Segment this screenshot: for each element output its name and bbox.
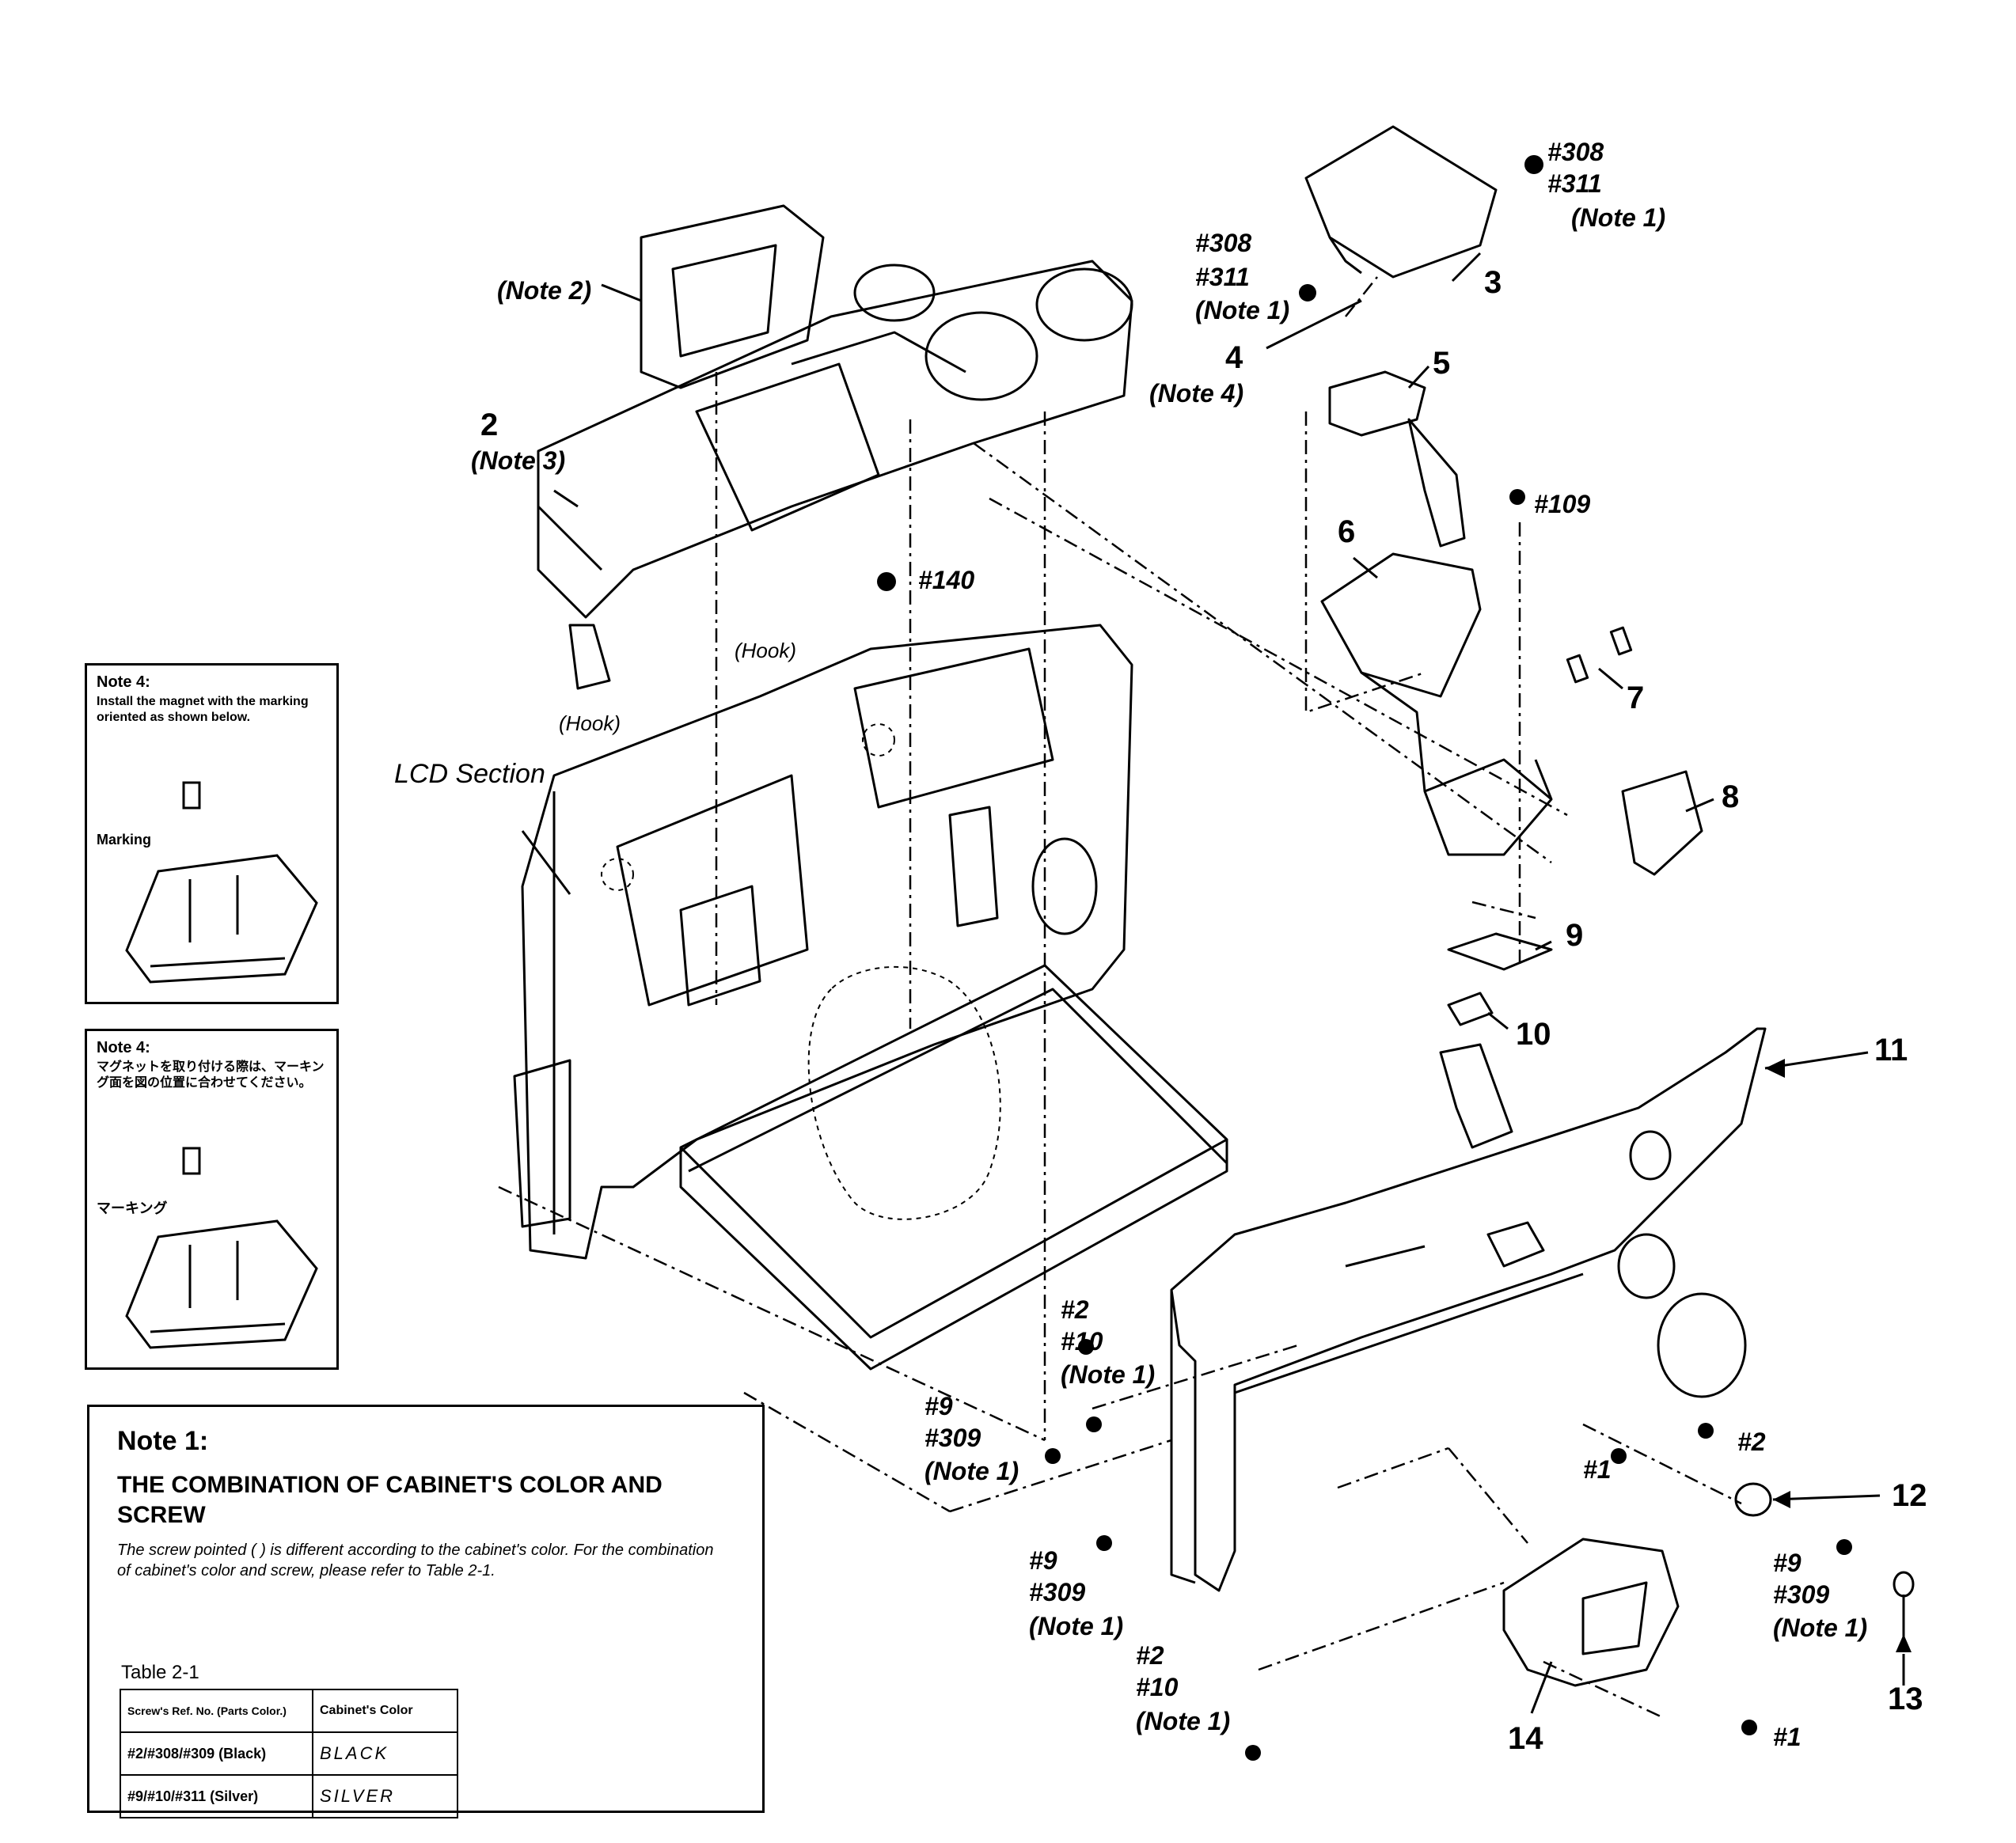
note-1-label-f: (Note 1) xyxy=(1136,1707,1231,1735)
note-1-label-d: (Note 1) xyxy=(924,1457,1019,1485)
label-part-7: 7 xyxy=(1627,681,1645,715)
note-4-jp-title: Note 4: xyxy=(97,1039,150,1056)
part-8 xyxy=(1621,770,1703,876)
note-4-jp-marking-label: マーキング xyxy=(97,1200,168,1216)
screw-label-9-b: #9 xyxy=(1029,1546,1057,1575)
label-part-4: 4 xyxy=(1225,340,1243,375)
label-part-13: 13 xyxy=(1888,1682,1923,1716)
label-part-8: 8 xyxy=(1722,779,1740,814)
part-14-grip xyxy=(1502,1538,1680,1687)
note-1-box: Note 1: THE COMBINATION OF CABINET'S COL… xyxy=(87,1405,765,1818)
screw-label-2-b: #2 xyxy=(1136,1641,1164,1670)
table-row: #9/#10/#311 (Silver) SILVER xyxy=(120,1774,458,1818)
label-part-11: 11 xyxy=(1874,1033,1908,1067)
label-part-6: 6 xyxy=(1338,514,1356,549)
table-row: #2/#308/#309 (Black) BLACK xyxy=(120,1731,458,1776)
table-cell-screws: #9/#10/#311 (Silver) xyxy=(120,1774,313,1818)
table-2-1-title: Table 2-1 xyxy=(121,1662,199,1683)
label-part-12: 12 xyxy=(1892,1478,1927,1513)
note-4-jp-text: マグネットを取り付ける際は、マーキング面を図の位置に合わせてください。 xyxy=(97,1060,325,1090)
screw-label-109: #109 xyxy=(1534,490,1591,518)
screw-label-140: #140 xyxy=(918,566,975,594)
label-part-10: 10 xyxy=(1516,1017,1551,1052)
magnet-holder-illustration-jp xyxy=(125,1147,318,1349)
part-11-front-cover xyxy=(1170,1027,1767,1592)
part-12 xyxy=(1734,1482,1772,1517)
screw-label-10-b: #10 xyxy=(1136,1673,1179,1701)
part-9 xyxy=(1447,932,1553,971)
table-cell-color: BLACK xyxy=(312,1731,458,1776)
part-5 xyxy=(1328,370,1466,548)
table-2-1: Screw's Ref. No. (Parts Color.) Cabinet'… xyxy=(120,1689,458,1818)
note-1-title: Note 1: xyxy=(117,1426,209,1456)
label-part-3: 3 xyxy=(1484,265,1502,300)
note-1-label-e: (Note 1) xyxy=(1029,1612,1124,1640)
camera-body xyxy=(513,624,1133,1260)
lcd-panel xyxy=(679,964,1228,1371)
note-2-label: (Note 2) xyxy=(497,276,592,305)
note-1-label-a: (Note 1) xyxy=(1571,203,1666,232)
part-2-top-cover xyxy=(537,260,1133,690)
screw-label-308-b: #308 xyxy=(1195,229,1252,257)
note-4-label: (Note 4) xyxy=(1149,379,1244,408)
hook-label-b: (Hook) xyxy=(559,711,621,735)
note-1-heading: THE COMBINATION OF CABINET'S COLOR AND S… xyxy=(117,1472,663,1528)
label-part-9: 9 xyxy=(1566,918,1584,953)
label-part-14: 14 xyxy=(1508,1721,1543,1756)
note-1-label-b: (Note 1) xyxy=(1195,296,1290,324)
note-4-title: Note 4: xyxy=(97,673,150,691)
screw-icons xyxy=(877,155,1852,1761)
note-4-text: Install the magnet with the marking orie… xyxy=(97,695,309,724)
magnet-holder-illustration xyxy=(125,781,318,984)
screw-label-9-a: #9 xyxy=(924,1392,953,1420)
part-6-bracket xyxy=(1320,552,1553,856)
screw-label-1-a: #1 xyxy=(1583,1455,1612,1484)
screw-label-311-b: #311 xyxy=(1195,263,1250,291)
part-3 xyxy=(1304,125,1498,279)
screw-label-309-a: #309 xyxy=(924,1424,981,1452)
screw-label-9-c: #9 xyxy=(1773,1549,1801,1577)
screw-label-1-b: #1 xyxy=(1773,1723,1801,1751)
note-4-box-japanese: Note 4: マグネットを取り付ける際は、マーキング面を図の位置に合わせてくだ… xyxy=(85,1029,339,1370)
lcd-section-label: LCD Section xyxy=(394,759,545,789)
screw-label-2-c: #2 xyxy=(1737,1428,1766,1456)
part-7 xyxy=(1566,626,1633,684)
screw-label-309-b: #309 xyxy=(1029,1578,1086,1606)
screw-label-10-a: #10 xyxy=(1061,1327,1103,1356)
table-cell-screws: #2/#308/#309 (Black) xyxy=(120,1731,313,1776)
table-cell-color: SILVER xyxy=(312,1774,458,1818)
hook-label-a: (Hook) xyxy=(735,639,797,662)
note-3-label: (Note 3) xyxy=(471,446,566,475)
note-4-marking-label: Marking xyxy=(97,832,152,848)
label-part-2: 2 xyxy=(480,408,499,442)
screw-label-2-a: #2 xyxy=(1061,1295,1089,1324)
note-1-description: The screw pointed ( ) is different accor… xyxy=(117,1542,714,1579)
label-part-5: 5 xyxy=(1433,346,1451,381)
part-10 xyxy=(1447,992,1494,1026)
screw-label-309-c: #309 xyxy=(1773,1580,1830,1609)
note-1-label-g: (Note 1) xyxy=(1773,1614,1868,1642)
note-1-label-c: (Note 1) xyxy=(1061,1360,1156,1389)
screw-label-308-a: #308 xyxy=(1547,138,1604,166)
eyecup xyxy=(640,204,825,389)
note-4-box-english: Note 4: Install the magnet with the mark… xyxy=(85,663,339,1004)
screw-label-311-a: #311 xyxy=(1547,169,1602,198)
table-header-screw: Screw's Ref. No. (Parts Color.) xyxy=(120,1689,313,1733)
table-header-color: Cabinet's Color xyxy=(312,1689,458,1733)
